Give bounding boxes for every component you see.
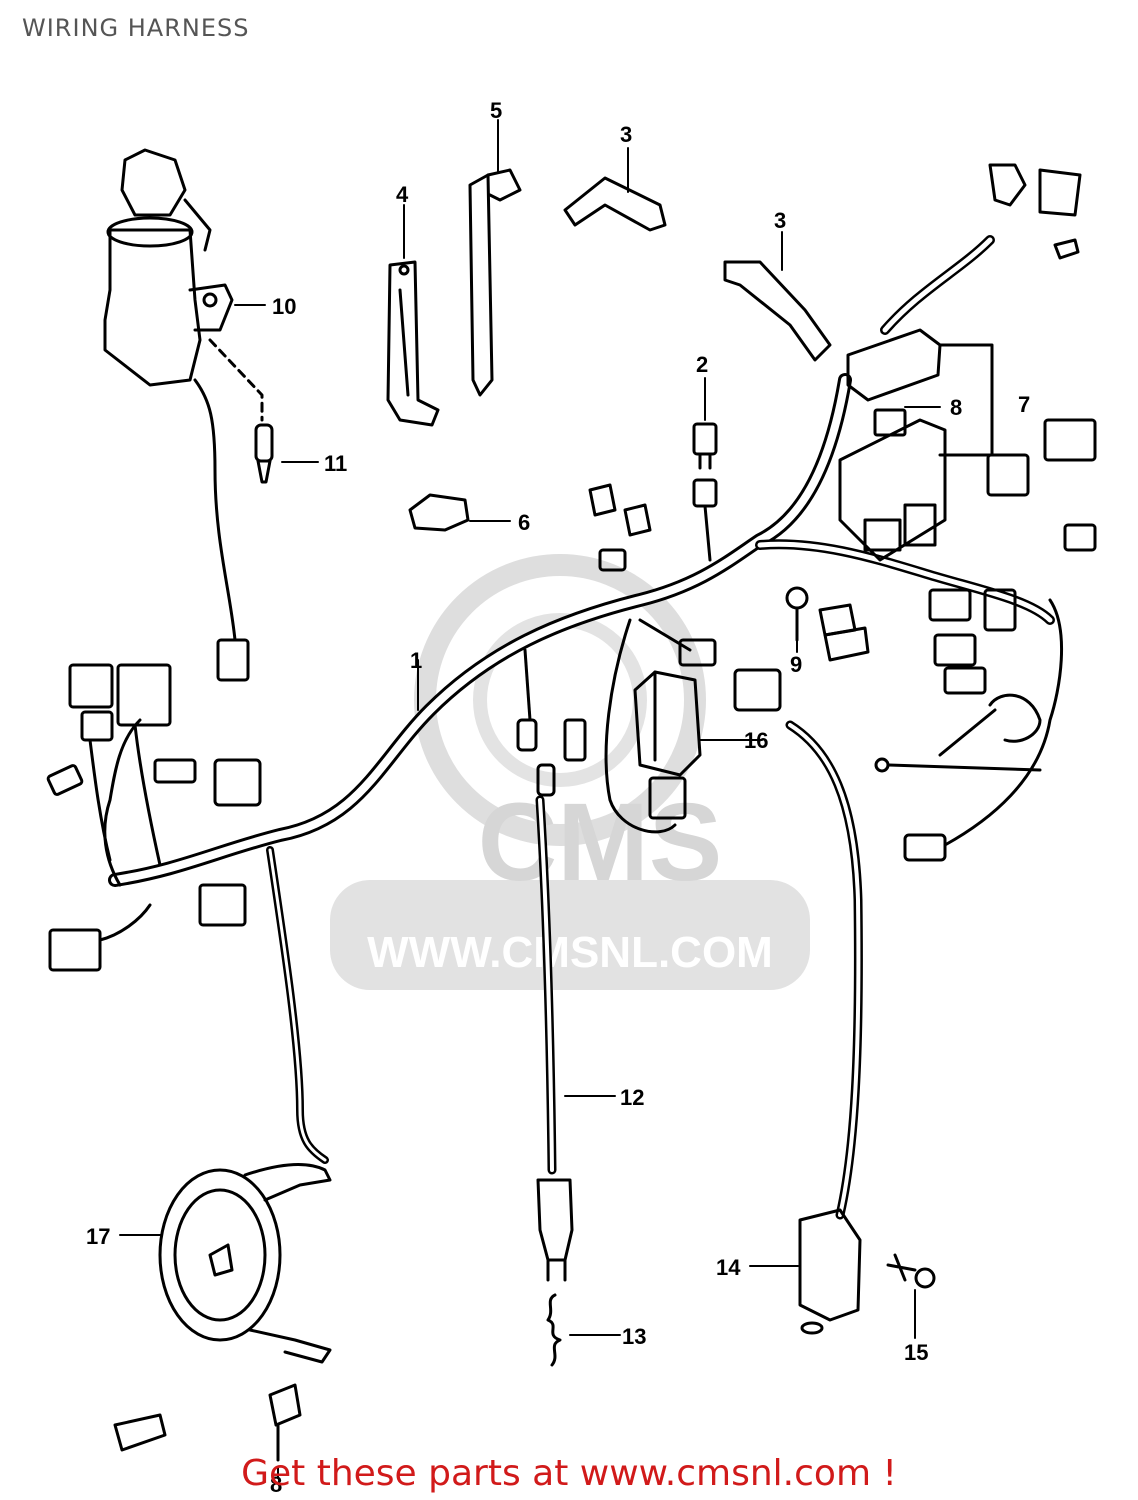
callout-7: 7 [1018, 392, 1030, 417]
callout-5: 5 [490, 98, 502, 123]
callout-13: 13 [622, 1324, 646, 1349]
fuse-2 [692, 422, 718, 562]
sensor-lead-12 [535, 795, 574, 1282]
callout-11: 11 [324, 451, 347, 476]
main-harness [103, 235, 1055, 887]
callout-labels: 1 2 3 3 4 5 6 7 8 8 9 10 11 12 13 14 15 … [86, 98, 1030, 1497]
clamp-3b [723, 260, 832, 362]
left-connectors [46, 663, 262, 972]
page-title: WIRING HARNESS [22, 14, 250, 42]
callout-8b: 8 [270, 1472, 282, 1497]
watermark-logo: CMS [478, 781, 722, 904]
clamp-4 [386, 260, 440, 427]
connector-6 [408, 493, 470, 532]
callout-16: 16 [744, 728, 768, 753]
callout-17: 17 [86, 1224, 110, 1249]
switch-lead-14 [733, 668, 863, 1335]
callout-2: 2 [696, 352, 708, 377]
clamp-3a [563, 176, 667, 232]
callout-1: 1 [410, 648, 422, 673]
relay-16 [516, 483, 717, 834]
band-5 [468, 168, 522, 397]
callout-9: 9 [790, 652, 802, 677]
callout-3a: 3 [620, 122, 632, 147]
callout-6: 6 [518, 510, 530, 535]
right-connectors [785, 163, 1097, 862]
watermark-url: WWW.CMSNL.COM [367, 928, 773, 977]
screw-15 [886, 1253, 936, 1289]
callout-10: 10 [272, 294, 296, 319]
horn-17 [158, 846, 332, 1364]
fuse-box [838, 328, 994, 562]
callout-12: 12 [620, 1085, 644, 1110]
callout-4: 4 [396, 182, 409, 207]
callout-leaders [119, 119, 941, 1479]
bolt [113, 1383, 302, 1462]
callout-15: 15 [904, 1340, 928, 1365]
bulb [254, 423, 274, 484]
callout-3b: 3 [774, 208, 786, 233]
spring-13 [546, 1293, 562, 1367]
footer-banner[interactable]: Get these parts at www.cmsnl.com ! [241, 1453, 897, 1494]
callout-14: 14 [716, 1255, 741, 1280]
ignition-switch [103, 148, 264, 682]
callout-8a: 8 [950, 395, 962, 420]
